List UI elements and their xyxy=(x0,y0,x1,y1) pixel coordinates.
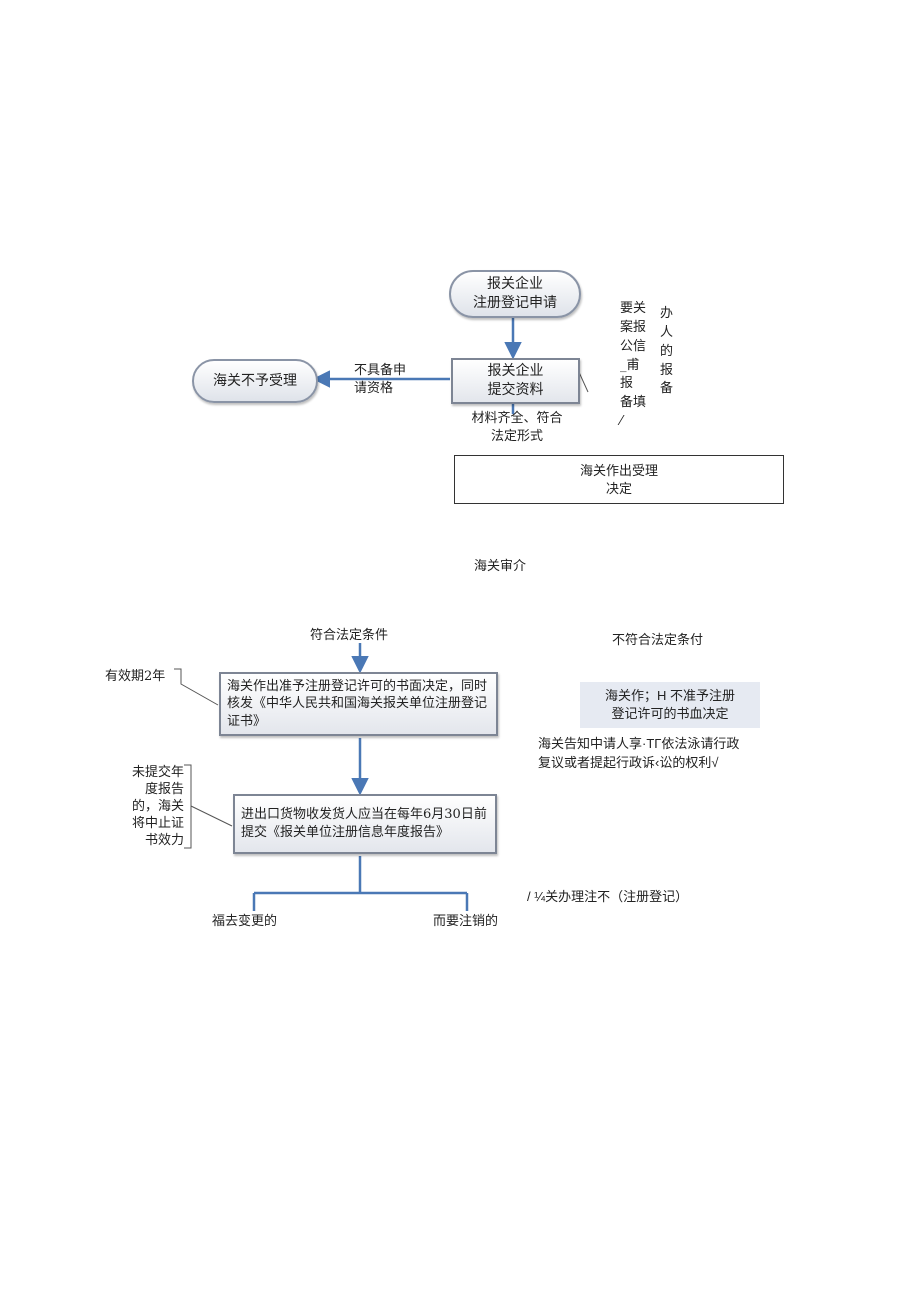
node-deny-text: 海关作；H 不准予注册 登记许可的书血决定 xyxy=(604,688,735,721)
node-deny: 海关作；H 不准予注册 登记许可的书血决定 xyxy=(580,682,760,728)
node-accept-decision-text: 海关作出受理 决定 xyxy=(579,462,658,496)
side-note-col1: 要关 案报 公信 _甫报 备填 ⁄ xyxy=(620,301,647,430)
node-reject-accept-text: 海关不予受理 xyxy=(213,372,297,389)
node-grant: 海关作出准予注册登记许可的书面决定，同时核发《中华人民共和国海关报关单位注册登记… xyxy=(219,672,498,736)
node-apply: 报关企业 注册登记申请 xyxy=(449,270,581,318)
node-review: 海关审介 xyxy=(474,558,527,573)
node-annual-report: 进出口货物收发货人应当在每年6月30日前提交《报关单位注册信息年度报告》 xyxy=(233,794,497,854)
label-need-cancel: 而要注销的 xyxy=(433,914,499,929)
node-submit-text: 报关企业 提交资料 xyxy=(487,363,544,398)
label-validity: 有效期2年 xyxy=(105,669,166,684)
no-report-bracket xyxy=(184,764,233,849)
node-notice: 海关告知中请人享·TΓ依法泳请行政 复议或者提起行政诉‹讼的权利√ xyxy=(538,736,740,770)
label-materials-ok: 材料齐全、符合 法定形式 xyxy=(471,411,563,445)
node-accept-decision: 海关作出受理 决定 xyxy=(454,455,784,504)
side-note-col2: 办 人 的 报 备 xyxy=(660,306,674,397)
label-meets-conditions: 符合法定条件 xyxy=(310,628,389,643)
node-reject-accept: 海关不予受理 xyxy=(192,359,318,403)
node-annual-report-text: 进出口货物收发货人应当在每年6月30日前提交《报关单位注册信息年度报告》 xyxy=(241,807,487,840)
node-apply-text: 报关企业 注册登记申请 xyxy=(473,276,557,311)
label-lack-qualification: 不具备申 请资格 xyxy=(354,363,407,397)
label-not-meet-conditions: 不符合法定条付 xyxy=(612,633,704,648)
node-grant-text: 海关作出准予注册登记许可的书面决定，同时核发《中华人民共和国海关报关单位注册登记… xyxy=(227,678,488,729)
node-cancel-reg: / ¼关办理注不（注册登记） xyxy=(527,889,689,904)
validity-bracket xyxy=(174,668,219,706)
label-need-change: 福去变更的 xyxy=(212,914,278,929)
node-submit: 报关企业 提交资料 xyxy=(451,358,580,404)
label-no-report: 未提交年 度报告 的，海关 将中止证 书效力 xyxy=(131,765,184,848)
